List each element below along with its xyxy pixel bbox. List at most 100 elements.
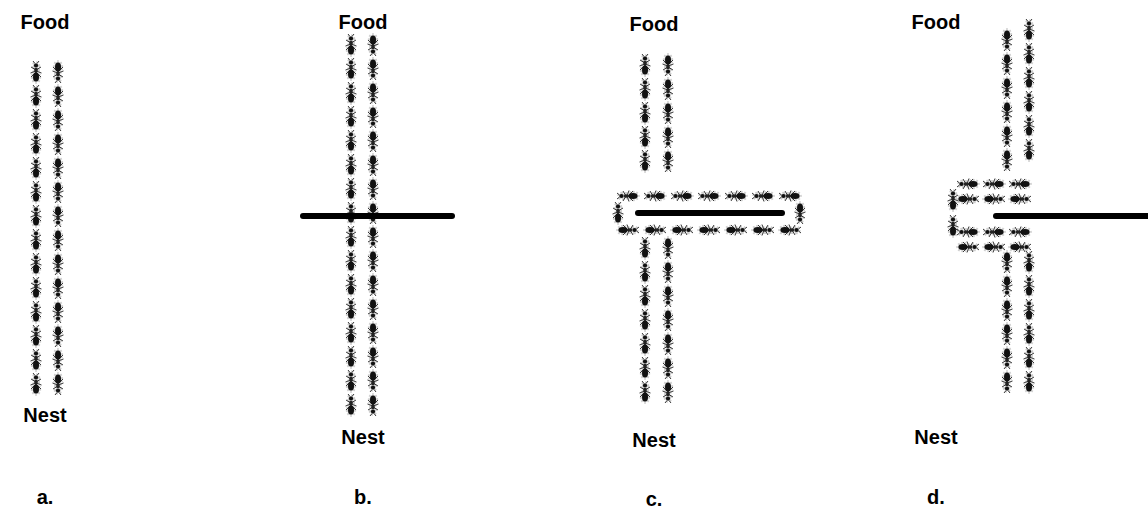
ant-figure xyxy=(368,227,379,248)
ant-figure xyxy=(640,102,651,123)
ant-figure xyxy=(346,322,357,343)
ant-figure xyxy=(368,59,379,80)
ant-figure xyxy=(346,34,357,55)
ant-figure xyxy=(368,347,379,368)
ant-figure xyxy=(31,157,42,178)
ant-figure xyxy=(368,371,379,392)
food-label: Food xyxy=(630,13,679,36)
ant-figure xyxy=(983,227,1004,238)
ant-figure xyxy=(1009,227,1030,238)
ant-figure xyxy=(346,394,357,415)
ant-figure xyxy=(1024,115,1035,136)
ant-figure xyxy=(31,85,42,106)
ant-figure xyxy=(368,179,379,200)
ant-figure xyxy=(346,250,357,271)
ant-figure xyxy=(368,251,379,272)
ant-figure xyxy=(368,275,379,296)
ant-figure xyxy=(1002,276,1013,297)
ant-figure xyxy=(663,103,674,124)
ant-figure xyxy=(640,78,651,99)
ant-figure xyxy=(1009,227,1030,238)
ant-figure xyxy=(699,225,720,236)
ant-figure xyxy=(368,83,379,104)
ant-figure xyxy=(948,189,959,210)
ant-figure xyxy=(346,178,357,199)
ant-figure xyxy=(1002,126,1013,147)
ant-figure xyxy=(368,395,379,416)
ant-figure xyxy=(346,106,357,127)
panel-letter: d. xyxy=(927,486,945,509)
ant-figure xyxy=(663,238,674,259)
ant-figure xyxy=(726,225,747,236)
ant-figure xyxy=(640,150,651,171)
ant-figure xyxy=(368,131,379,152)
ant-figure xyxy=(663,334,674,355)
ant-figure xyxy=(1002,54,1013,75)
ant-figure xyxy=(671,191,692,202)
ant-figure xyxy=(31,181,42,202)
ant-figure xyxy=(346,82,357,103)
ant-figure xyxy=(663,103,674,124)
ant-figure xyxy=(368,59,379,80)
ant-figure xyxy=(958,194,979,205)
ant-figure xyxy=(1002,348,1013,369)
ant-figure xyxy=(640,309,651,330)
ant-figure xyxy=(346,202,357,223)
ant-figure xyxy=(663,238,674,259)
ant-figure xyxy=(1024,323,1035,344)
ant-figure xyxy=(640,237,651,258)
ant-figure xyxy=(1009,179,1030,190)
ant-figure xyxy=(368,227,379,248)
ant-figure xyxy=(53,110,64,131)
nest-label: Nest xyxy=(632,429,675,452)
ant-figure xyxy=(958,242,979,253)
ant-figure xyxy=(698,191,719,202)
ant-figure xyxy=(31,325,42,346)
ant-figure xyxy=(663,262,674,283)
ant-figure xyxy=(672,225,693,236)
ant-figure xyxy=(53,278,64,299)
ant-figure xyxy=(753,225,774,236)
ant-figure xyxy=(1002,78,1013,99)
ant-figure xyxy=(346,106,357,127)
ant-figure xyxy=(53,350,64,371)
ant-figure xyxy=(645,225,666,236)
ant-figure xyxy=(983,227,1004,238)
ant-figure xyxy=(725,191,746,202)
ant-figure xyxy=(53,134,64,155)
ant-figure xyxy=(53,134,64,155)
ant-figure xyxy=(663,151,674,172)
ant-figure xyxy=(957,227,978,238)
ant-figure xyxy=(984,194,1005,205)
food-label: Food xyxy=(912,11,961,34)
ant-figure xyxy=(346,346,357,367)
ant-figure xyxy=(640,309,651,330)
ant-figure xyxy=(31,277,42,298)
ant-figure xyxy=(53,158,64,179)
panel-letter: a. xyxy=(37,486,54,509)
ant-figure xyxy=(958,194,979,205)
ant-figure xyxy=(346,370,357,391)
ant-figure xyxy=(1002,30,1013,51)
ant-figure xyxy=(53,278,64,299)
ant-figure xyxy=(368,107,379,128)
ant-figure xyxy=(663,358,674,379)
ant-figure xyxy=(663,286,674,307)
ant-figure xyxy=(795,203,806,224)
ant-figure xyxy=(663,127,674,148)
ant-figure xyxy=(53,206,64,227)
ant-figure xyxy=(53,350,64,371)
ant-figure xyxy=(31,301,42,322)
ant-figure xyxy=(1024,139,1035,160)
ant-figure xyxy=(346,322,357,343)
ant-figure xyxy=(640,285,651,306)
ant-figure xyxy=(346,154,357,175)
ant-figure xyxy=(663,358,674,379)
ant-figure xyxy=(368,131,379,152)
ant-figure xyxy=(1002,78,1013,99)
ant-figure xyxy=(346,130,357,151)
ant-figure xyxy=(1002,252,1013,273)
ant-figure xyxy=(31,373,42,394)
ant-figure xyxy=(53,326,64,347)
ant-figure xyxy=(368,371,379,392)
